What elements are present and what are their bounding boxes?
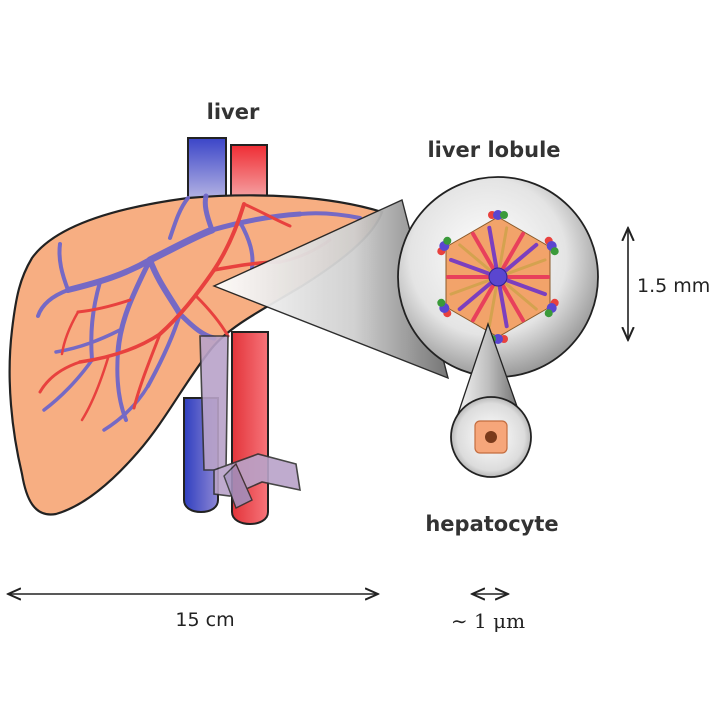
central-vein-icon — [488, 267, 508, 287]
vena-cava-tube — [187, 137, 227, 199]
cell-size-measure: ∼ 1 μm — [451, 594, 525, 633]
portal-triad-dot — [500, 211, 508, 219]
hepatocyte-label: hepatocyte — [425, 512, 558, 536]
lobule-label: liver lobule — [427, 138, 560, 162]
portal-triad-dot — [544, 309, 553, 318]
lobule-size-label: 1.5 mm — [637, 275, 710, 297]
liver-lobule-icon — [397, 176, 599, 378]
cell-size-label: ∼ 1 μm — [451, 609, 525, 633]
liver-size-label: 15 cm — [175, 609, 234, 631]
liver-size-measure: 15 cm — [8, 594, 378, 631]
portal-triad-dot — [493, 210, 503, 220]
portal-triad-dot — [550, 247, 559, 256]
portal-vein-trunk — [199, 335, 301, 509]
portal-triad-dot — [437, 298, 446, 307]
portal-triad-dot — [493, 334, 503, 344]
hepatocyte-icon — [450, 396, 532, 478]
liver-label: liver — [207, 100, 260, 124]
aorta-tube — [230, 144, 268, 201]
portal-triad-dot — [443, 236, 452, 245]
lobule-size-measure: 1.5 mm — [628, 228, 710, 340]
